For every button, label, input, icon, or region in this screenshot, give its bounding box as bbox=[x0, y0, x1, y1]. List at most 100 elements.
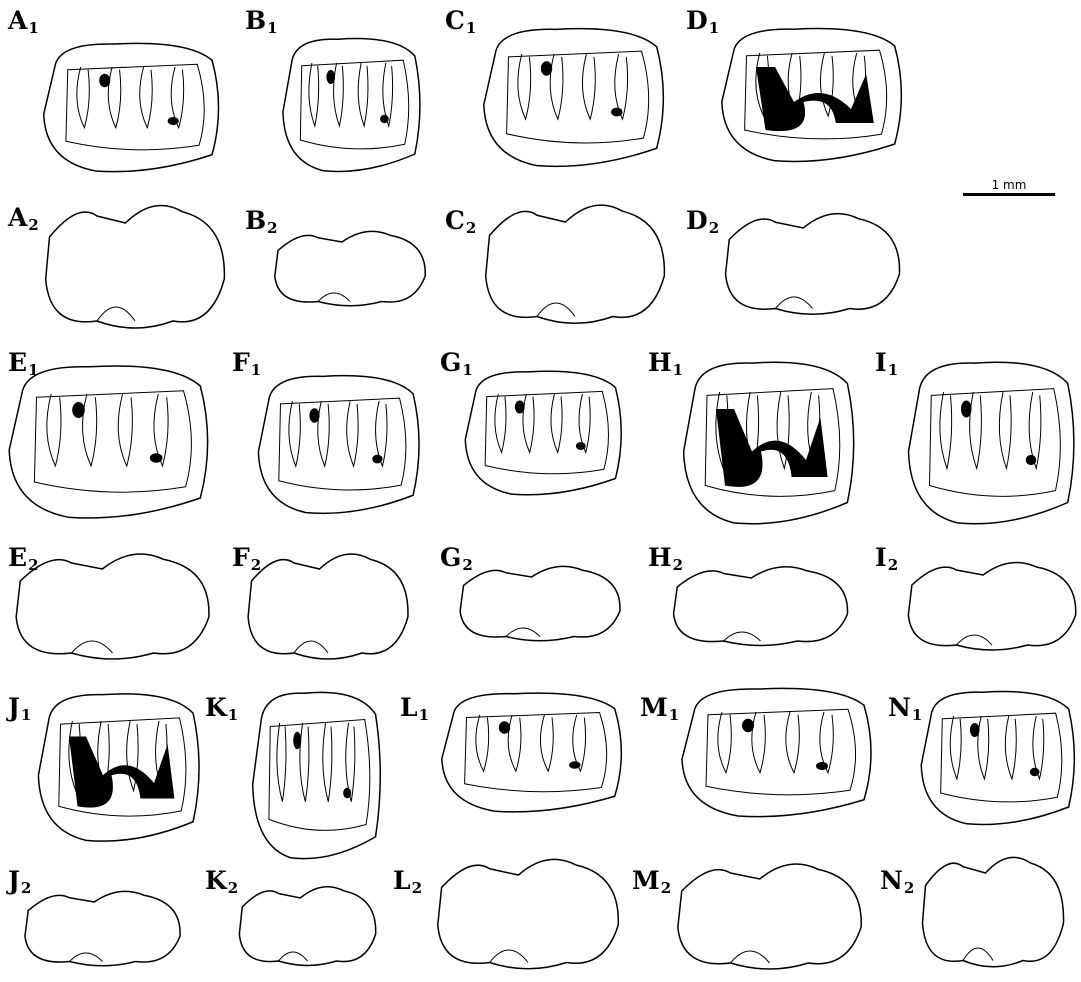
label-subscript: 1 bbox=[267, 19, 278, 37]
tooth-m-lateral-drawing bbox=[677, 863, 862, 970]
tooth-f-lateral-drawing bbox=[247, 553, 409, 660]
label-subscript: 2 bbox=[20, 879, 32, 897]
label-j-occlusal: J1 bbox=[8, 695, 31, 723]
label-letter: C bbox=[445, 206, 465, 235]
tooth-c-occlusal-drawing bbox=[483, 27, 665, 168]
label-letter: L bbox=[400, 693, 418, 722]
tooth-j-lateral-drawing bbox=[24, 890, 181, 967]
label-letter: I bbox=[875, 348, 887, 377]
label-subscript: 2 bbox=[887, 556, 899, 574]
label-subscript: 2 bbox=[250, 556, 262, 574]
label-letter: I bbox=[875, 543, 887, 572]
tooth-f-occlusal-drawing bbox=[257, 374, 420, 515]
tooth-l-lateral-drawing bbox=[437, 858, 619, 970]
label-subscript: 2 bbox=[465, 219, 477, 237]
label-subscript: 2 bbox=[672, 556, 684, 574]
tooth-b-occlusal-drawing bbox=[282, 37, 421, 173]
label-k-lateral: K2 bbox=[205, 868, 238, 896]
label-f-occlusal: F1 bbox=[232, 350, 261, 378]
label-letter: J bbox=[8, 693, 20, 722]
tooth-h-lateral-drawing bbox=[672, 566, 849, 647]
tooth-n-occlusal-drawing bbox=[920, 690, 1076, 826]
label-subscript: 1 bbox=[672, 361, 684, 379]
label-subscript: 1 bbox=[28, 19, 39, 37]
label-letter: G bbox=[440, 543, 462, 572]
label-subscript: 1 bbox=[887, 361, 899, 379]
label-a-occlusal: A1 bbox=[8, 8, 39, 36]
label-e-occlusal: E1 bbox=[8, 350, 39, 378]
label-letter: N bbox=[888, 693, 911, 722]
tooth-g-lateral-drawing bbox=[459, 565, 621, 642]
label-subscript: 2 bbox=[28, 216, 39, 234]
tooth-i-occlusal-drawing bbox=[907, 361, 1075, 525]
label-letter: H bbox=[648, 543, 672, 572]
label-i-occlusal: I1 bbox=[875, 350, 898, 378]
label-d-occlusal: D1 bbox=[686, 8, 719, 36]
label-d-lateral: D2 bbox=[686, 208, 719, 236]
label-subscript: 2 bbox=[267, 219, 278, 237]
label-subscript: 2 bbox=[660, 879, 672, 897]
tooth-k-occlusal-drawing bbox=[251, 691, 382, 860]
tooth-k-lateral-drawing bbox=[238, 886, 377, 967]
label-letter: E bbox=[8, 543, 28, 572]
label-letter: C bbox=[445, 6, 465, 35]
label-i-lateral: I2 bbox=[875, 545, 898, 573]
label-letter: F bbox=[232, 348, 250, 377]
label-subscript: 1 bbox=[911, 706, 923, 724]
label-letter: K bbox=[205, 693, 227, 722]
label-subscript: 2 bbox=[708, 219, 720, 237]
label-a-lateral: A2 bbox=[8, 205, 39, 233]
label-l-lateral: L2 bbox=[393, 868, 422, 896]
label-k-occlusal: K1 bbox=[205, 695, 238, 723]
label-letter: L bbox=[393, 866, 411, 895]
label-subscript: 2 bbox=[903, 879, 915, 897]
label-letter: A bbox=[8, 203, 28, 232]
label-subscript: 2 bbox=[462, 556, 473, 574]
tooth-b-lateral-drawing bbox=[274, 230, 426, 307]
tooth-j-occlusal-drawing bbox=[37, 693, 200, 842]
tooth-m-occlusal-drawing bbox=[681, 687, 872, 818]
scale-bar-label: 1 mm bbox=[991, 178, 1027, 192]
label-subscript: 1 bbox=[28, 361, 39, 379]
tooth-g-occlusal-drawing bbox=[464, 370, 622, 496]
tooth-d-lateral-drawing bbox=[724, 212, 901, 315]
label-c-lateral: C2 bbox=[445, 208, 476, 236]
label-j-lateral: J2 bbox=[8, 868, 31, 896]
label-letter: N bbox=[880, 866, 903, 895]
tooth-l-occlusal-drawing bbox=[441, 692, 623, 813]
label-subscript: 2 bbox=[28, 556, 39, 574]
label-letter: G bbox=[440, 348, 462, 377]
label-subscript: 1 bbox=[418, 706, 430, 724]
label-c-occlusal: C1 bbox=[445, 8, 476, 36]
tooth-a-occlusal-drawing bbox=[42, 42, 220, 173]
tooth-i-lateral-drawing bbox=[907, 561, 1077, 651]
label-letter: E bbox=[8, 348, 28, 377]
label-subscript: 1 bbox=[708, 19, 720, 37]
tooth-d-occlusal-drawing bbox=[721, 27, 903, 163]
label-subscript: 1 bbox=[227, 706, 239, 724]
label-f-lateral: F2 bbox=[232, 545, 261, 573]
label-subscript: 1 bbox=[250, 361, 262, 379]
label-letter: A bbox=[8, 6, 28, 35]
scale-bar-line bbox=[963, 193, 1055, 196]
label-letter: J bbox=[8, 866, 20, 895]
label-n-occlusal: N1 bbox=[888, 695, 922, 723]
label-g-occlusal: G1 bbox=[440, 350, 473, 378]
label-letter: M bbox=[640, 693, 668, 722]
label-subscript: 1 bbox=[20, 706, 32, 724]
label-subscript: 2 bbox=[227, 879, 239, 897]
label-g-lateral: G2 bbox=[440, 545, 473, 573]
tooth-e-lateral-drawing bbox=[15, 553, 210, 660]
label-letter: B bbox=[245, 6, 267, 35]
label-subscript: 1 bbox=[462, 361, 473, 379]
label-m-lateral: M2 bbox=[632, 868, 671, 896]
label-letter: H bbox=[648, 348, 672, 377]
tooth-h-occlusal-drawing bbox=[682, 361, 855, 525]
tooth-e-occlusal-drawing bbox=[8, 365, 209, 519]
label-l-occlusal: L1 bbox=[400, 695, 429, 723]
label-subscript: 1 bbox=[668, 706, 680, 724]
label-h-lateral: H2 bbox=[648, 545, 683, 573]
tooth-a-lateral-drawing bbox=[44, 204, 226, 329]
label-letter: B bbox=[245, 206, 267, 235]
